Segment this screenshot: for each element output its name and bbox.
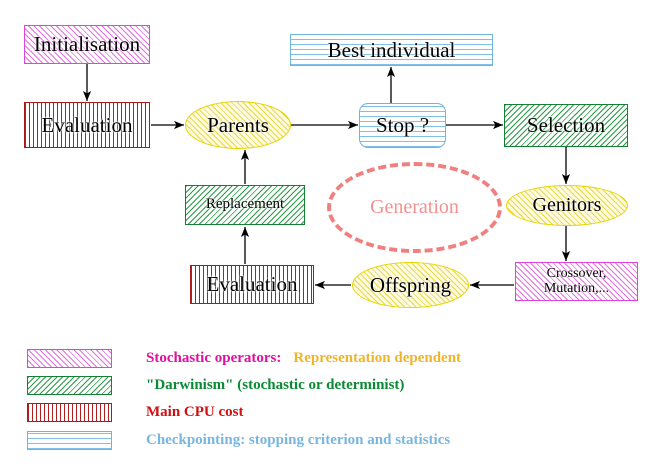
node-genitors[interactable]: Genitors [506, 185, 628, 226]
node-offspring[interactable]: Offspring [352, 262, 469, 308]
node-label-line1: Crossover, [546, 265, 607, 281]
node-replacement[interactable]: Replacement [185, 185, 305, 225]
node-label: Initialisation [33, 32, 141, 57]
legend-row-checkpointing: Checkpointing: stopping criterion and st… [27, 429, 450, 451]
node-label: Best individual [327, 37, 456, 62]
legend-swatch-red-vertical [27, 402, 112, 422]
legend-label-stochastic: Stochastic operators: [146, 349, 282, 366]
node-evaluation-bottom[interactable]: Evaluation [190, 265, 314, 304]
legend-label-representation: Representation dependent [293, 349, 462, 366]
legend-row-stochastic: Stochastic operators: Representation dep… [27, 347, 461, 369]
node-selection[interactable]: Selection [504, 104, 628, 147]
node-crossover-mutation[interactable]: Crossover, Mutation,... [515, 262, 638, 301]
node-label: Selection [526, 113, 606, 138]
legend-row-cpu: Main CPU cost [27, 401, 244, 423]
node-initialisation[interactable]: Initialisation [24, 25, 150, 64]
legend-swatch-magenta-diagonal [27, 348, 112, 368]
legend-label-darwinism: "Darwinism" (stochastic or determinist) [146, 376, 405, 393]
node-evaluation-top[interactable]: Evaluation [24, 102, 150, 148]
legend-label-checkpointing: Checkpointing: stopping criterion and st… [146, 431, 451, 448]
node-label: Genitors [532, 194, 602, 216]
node-label: Stop ? [375, 113, 430, 138]
node-label: Evaluation [206, 272, 298, 297]
legend-swatch-blue-horizontal [27, 430, 112, 450]
legend-label-cpu: Main CPU cost [146, 403, 244, 420]
node-generation-group: Generation [327, 162, 502, 253]
node-parents[interactable]: Parents [185, 101, 291, 149]
node-label: Evaluation [41, 112, 133, 137]
node-stop[interactable]: Stop ? [359, 103, 446, 148]
node-label: Parents [207, 112, 269, 137]
node-label-line2: Mutation,... [543, 280, 610, 296]
node-best-individual[interactable]: Best individual [290, 34, 493, 66]
node-label: Generation [370, 196, 459, 218]
node-label: Offspring [369, 272, 452, 297]
node-label: Replacement [205, 196, 285, 213]
legend-row-darwinism: "Darwinism" (stochastic or determinist) [27, 374, 404, 396]
legend-swatch-green-diagonal [27, 375, 112, 395]
